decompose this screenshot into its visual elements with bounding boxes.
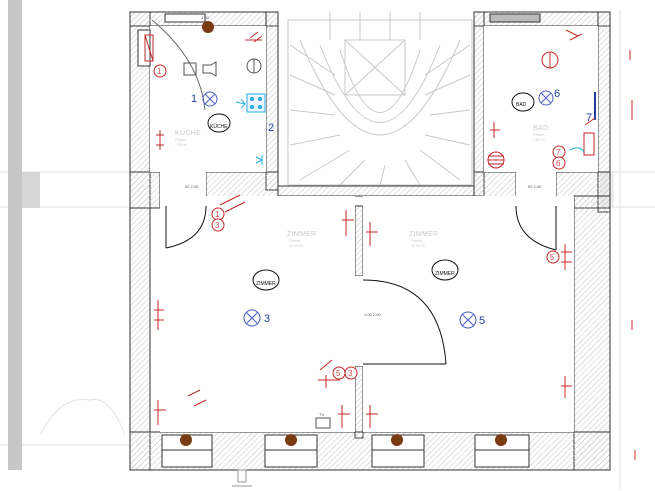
room-floors <box>150 26 598 432</box>
ceiling-tags <box>207 92 535 291</box>
stove-socket-block <box>246 93 266 113</box>
bath-fixtures <box>487 51 595 169</box>
circle-mark-label: 3 <box>215 221 220 230</box>
staircase <box>287 12 473 186</box>
stove-socket-dots <box>250 97 262 109</box>
tv-label: TV <box>319 412 324 417</box>
circuit-numbers: 1 2 3 5 6 7 <box>191 88 592 327</box>
tap-icon <box>569 147 585 153</box>
circuit-number: 7 <box>586 112 592 124</box>
kitchen-fixtures <box>144 34 262 77</box>
ceiling-tag: ZIMMER <box>435 271 455 277</box>
room-name-right: ZIMMER <box>409 231 438 238</box>
circle-mark-label: 7 <box>556 148 561 157</box>
door-label-bath: 92 2.00 <box>528 184 542 189</box>
ceiling-tag: BAD <box>516 102 527 108</box>
circuit-number: 2 <box>268 122 274 134</box>
door-swing-rooms <box>362 279 447 365</box>
room-area-left: 19.50 m² <box>289 244 304 248</box>
door-swing-bath <box>515 205 557 251</box>
room-name-bath: BAD <box>533 125 548 132</box>
room-floor-right: Parkett <box>411 239 422 243</box>
circle-mark-label: 5 <box>550 253 555 262</box>
left-grey-column <box>8 0 22 470</box>
electrical-marks <box>154 29 636 460</box>
room-floor-kitchen: Fliesen <box>175 138 186 142</box>
door-label-top: 1.00 <box>201 15 210 20</box>
door-label-kitchen: 92 2.00 <box>185 184 199 189</box>
circuit-number: 3 <box>264 313 270 325</box>
ceiling-lamps <box>202 90 554 329</box>
arrow-icon <box>235 98 246 109</box>
circle-mark-label: 3 <box>348 369 353 378</box>
ceiling-tag: ZIMMER <box>256 281 276 287</box>
room-name-kitchen: KÜCHE <box>175 129 201 137</box>
room-floor-bath: Fliesen <box>533 133 544 137</box>
circle-marks <box>153 64 566 380</box>
circuit-number: 5 <box>479 315 485 327</box>
door-label-middle: 1.00 2.00 <box>364 312 381 317</box>
room-area-bath: 7.85 m² <box>533 138 546 142</box>
heaters <box>180 21 507 446</box>
door-swing-kitchen <box>165 205 207 249</box>
entrance-marker <box>232 469 252 487</box>
room-area-right: 19.50 m² <box>411 244 426 248</box>
circle-mark-label: 1 <box>157 67 162 76</box>
room-name-left: ZIMMER <box>287 231 316 238</box>
socket-icon <box>255 155 264 165</box>
circle-mark-label: 5 <box>336 369 341 378</box>
room-floor-left: Parkett <box>289 239 300 243</box>
circle-mark-label: 6 <box>556 159 561 168</box>
ceiling-tag: KÜCHE <box>210 123 228 130</box>
circuit-number: 6 <box>554 88 560 100</box>
room-area-kitchen: 7.00 m² <box>175 143 188 147</box>
left-grey-notch <box>22 172 40 208</box>
circle-mark-label: 1 <box>215 210 220 219</box>
circuit-number: 1 <box>191 93 197 105</box>
tv-outlet <box>315 417 331 429</box>
